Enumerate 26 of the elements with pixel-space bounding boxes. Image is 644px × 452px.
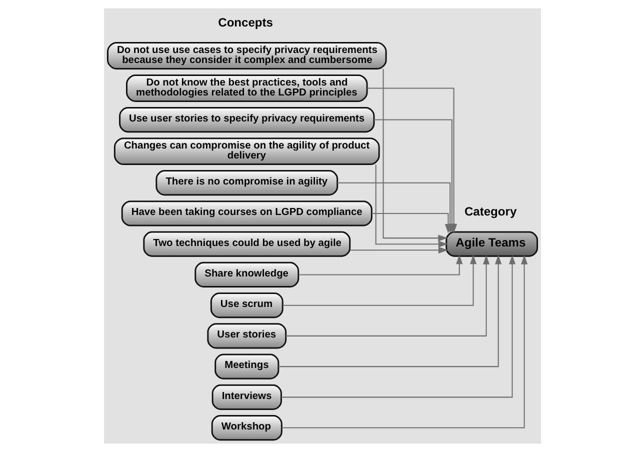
arrow xyxy=(371,212,452,234)
node-box: Do not use use cases to specify privacy requirements because they consider it complex and cumbersome xyxy=(106,42,386,70)
arrow xyxy=(282,254,476,306)
node-box: Interviews xyxy=(211,384,282,410)
arrow xyxy=(382,68,448,242)
arrow xyxy=(278,254,502,368)
node-box: Agile Teams xyxy=(445,231,538,257)
node-box: Do not know the best practices, tools and methodologies related to the LGPD principles xyxy=(125,74,368,102)
node-box: Use scrum xyxy=(210,292,283,318)
arrow xyxy=(285,254,490,336)
node-box: Changes can compromise on the agility of product delivery xyxy=(113,138,380,166)
node-box: Workshop xyxy=(210,415,282,441)
arrow xyxy=(281,254,528,428)
node-box: There is no compromise in agility xyxy=(155,170,338,196)
node-box: User stories xyxy=(206,323,286,349)
label: Category xyxy=(464,204,516,219)
arrow xyxy=(350,246,448,254)
label: Concepts xyxy=(218,15,273,30)
node-box: Have been taking courses on LGPD compliance xyxy=(120,200,372,226)
arrow xyxy=(298,254,462,276)
node-box: Meetings xyxy=(214,354,279,380)
node-box: Share knowledge xyxy=(194,262,299,288)
node-box: Two techniques could be used by agile xyxy=(142,231,350,257)
node-box: Use user stories to specify privacy requirements xyxy=(118,106,374,133)
arrow xyxy=(374,164,448,248)
arrow xyxy=(280,254,516,398)
